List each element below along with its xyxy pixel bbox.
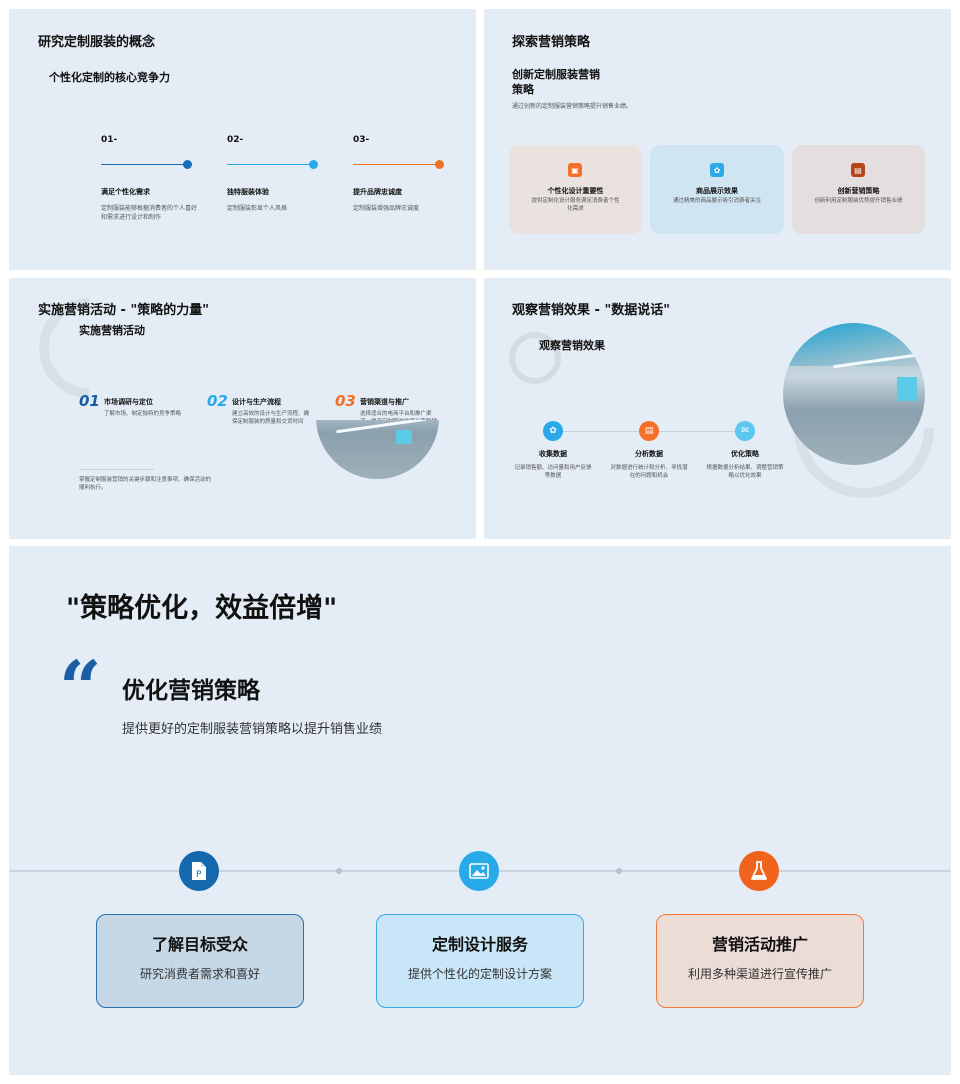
item-heading: 营销渠道与推广 <box>360 398 409 406</box>
shop-icon: ▣ <box>568 163 582 177</box>
showroom-photo <box>783 323 925 465</box>
step-line <box>353 164 439 165</box>
card-desc: 创新利用定制服装优势提升销售业绩 <box>814 198 903 204</box>
slide2-title: 探索营销策略 <box>512 35 591 50</box>
slide1-title: 研究定制服装的概念 <box>38 35 156 50</box>
item-desc: 建立高效的设计与生产流程、确保定制服装的质量和交货时间 <box>232 411 310 425</box>
slide5-heading: 优化营销策略 <box>122 678 260 704</box>
strategy-card-3: ▤ 创新营销策略 创新利用定制服装优势提升销售业绩 <box>792 145 925 234</box>
step-dot <box>435 160 444 169</box>
slide4-subtitle: 观察营销效果 <box>539 339 605 352</box>
slide3-title: 实施营销活动 - "策略的力量" <box>38 303 209 318</box>
goal-card-1: 了解目标受众 研究消费者需求和喜好 <box>96 914 304 1008</box>
slide-optimize: "策略优化，效益倍增" “ 优化营销策略 提供更好的定制服装营销策略以提升销售业… <box>9 546 951 1075</box>
item-number: 03 <box>335 392 356 410</box>
step-heading: 独特服装体验 <box>227 188 269 196</box>
briefcase-icon: ▤ <box>851 163 865 177</box>
timeline-dot <box>336 868 342 874</box>
card-desc: 提供定制化设计服务满足消费者个性化需求 <box>531 198 620 212</box>
timeline-dot <box>616 868 622 874</box>
step-number: 01- <box>101 135 118 145</box>
chart-icon: ▤ <box>639 421 659 441</box>
step-heading: 提升品牌忠诚度 <box>353 188 402 196</box>
mail-icon: ✉ <box>735 421 755 441</box>
image-icon <box>459 851 499 891</box>
step-desc: 定制服装能够根据消费者的个人喜好和需求进行设计和制作 <box>101 205 198 221</box>
gear-icon: ✿ <box>543 421 563 441</box>
slide-implement: 实施营销活动 - "策略的力量" 实施营销活动 01 市场调研与定位 了解市场、… <box>9 278 476 539</box>
step-number: 02- <box>227 135 244 145</box>
flow-desc: 对数据进行统计和分析、寻找潜在的问题和机会 <box>610 465 688 479</box>
item-heading: 市场调研与定位 <box>104 398 153 406</box>
slide3-note: 掌握定制服装营销的关键步骤和注意事项、确保活动的顺利执行。 <box>79 477 212 491</box>
item-number: 01 <box>79 392 100 410</box>
slide5-desc: 提供更好的定制服装营销策略以提升销售业绩 <box>122 722 383 737</box>
strategy-card-2: ✿ 商品展示效果 通过精美的商品展示吸引消费者关注 <box>650 145 784 234</box>
card-heading: 个性化设计重要性 <box>547 187 604 195</box>
slide3-subtitle: 实施营销活动 <box>79 324 145 337</box>
card-heading: 创新营销策略 <box>837 187 880 195</box>
card-heading: 定制设计服务 <box>431 935 528 954</box>
step-dot <box>183 160 192 169</box>
card-desc: 提供个性化的定制设计方案 <box>407 967 552 981</box>
card-heading: 营销活动推广 <box>711 935 808 954</box>
slide-effect: 观察营销效果 - "数据说话" 观察营销效果 ✿ 收集数据 记录销售额、访问量和… <box>484 278 951 539</box>
flow-desc: 记录销售额、访问量和用户反馈等数据 <box>514 465 592 479</box>
step-line <box>227 164 313 165</box>
step-dot <box>309 160 318 169</box>
step-desc: 定制服装彰显个人风格 <box>227 205 288 212</box>
card-desc: 研究消费者需求和喜好 <box>139 967 260 981</box>
step-desc: 定制服装增强品牌忠诚度 <box>353 205 420 212</box>
slide2-intro: 通过创新的定制服装营销策略提升销售业绩。 <box>512 103 633 110</box>
card-heading: 商品展示效果 <box>696 187 738 195</box>
goal-card-2: 定制设计服务 提供个性化的定制设计方案 <box>376 914 584 1008</box>
flow-heading: 收集数据 <box>539 450 567 458</box>
item-desc: 了解市场、制定独特的竞争策略 <box>104 411 182 417</box>
gear-icon: ✿ <box>710 163 724 177</box>
item-heading: 设计与生产流程 <box>232 398 281 406</box>
flow-heading: 优化策略 <box>731 450 759 458</box>
slide-strategy: 探索营销策略 创新定制服装营销策略 通过创新的定制服装营销策略提升销售业绩。 ▣… <box>484 9 951 270</box>
slide1-subtitle: 个性化定制的核心竞争力 <box>49 71 170 84</box>
step-number: 03- <box>353 135 370 145</box>
document-icon: P <box>179 851 219 891</box>
divider <box>79 469 154 470</box>
card-desc: 通过精美的商品展示吸引消费者关注 <box>672 198 761 204</box>
svg-text:P: P <box>196 870 202 880</box>
slide2-subtitle: 创新定制服装营销策略 <box>512 68 600 96</box>
strategy-card-1: ▣ 个性化设计重要性 提供定制化设计服务满足消费者个性化需求 <box>509 145 642 234</box>
quote-icon: “ <box>59 646 102 732</box>
step-line <box>101 164 187 165</box>
card-desc: 利用多种渠道进行宣传推广 <box>687 967 832 981</box>
slide5-title: "策略优化，效益倍增" <box>66 593 338 624</box>
slide4-title: 观察营销效果 - "数据说话" <box>512 303 670 318</box>
slide-concept: 研究定制服装的概念 个性化定制的核心竞争力 01- 满足个性化需求 定制服装能够… <box>9 9 476 270</box>
goal-card-3: 营销活动推广 利用多种渠道进行宣传推广 <box>656 914 864 1008</box>
flow-desc: 根据数据分析结果、调整营销策略以优化效果 <box>706 465 784 479</box>
flow-heading: 分析数据 <box>635 450 663 458</box>
decor-ring <box>509 332 561 384</box>
flask-icon <box>739 851 779 891</box>
card-heading: 了解目标受众 <box>151 935 248 954</box>
step-heading: 满足个性化需求 <box>101 188 150 196</box>
item-number: 02 <box>207 392 228 410</box>
